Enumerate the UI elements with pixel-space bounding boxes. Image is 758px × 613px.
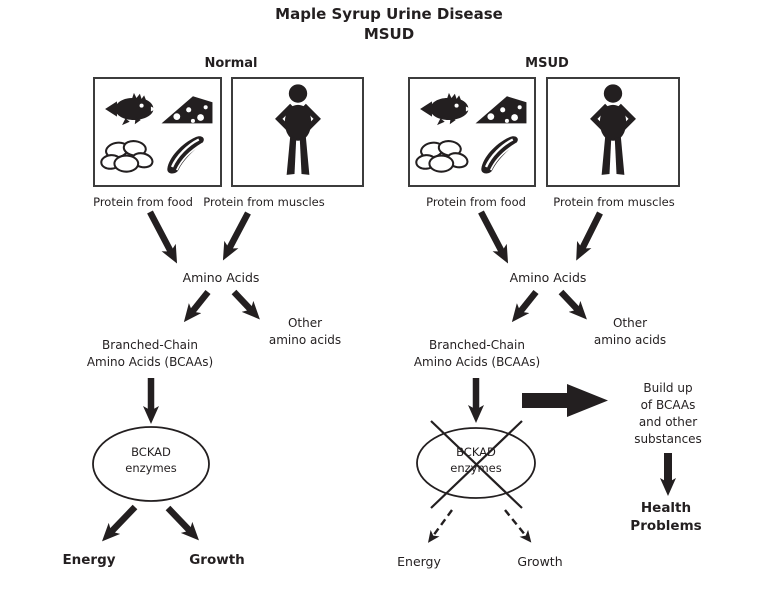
- person-icon: [590, 84, 636, 175]
- arrow-enzymes-to-energy: [101, 504, 138, 542]
- arrow-amino-to-bcaa: [511, 289, 539, 323]
- person-icon: [274, 84, 321, 175]
- outcome-growth-blocked: Growth: [517, 554, 563, 569]
- cheese-icon: [161, 95, 213, 123]
- outcome-energy: Energy: [62, 552, 116, 568]
- eggs-icon: [415, 139, 469, 173]
- normal-food-box: [93, 77, 222, 187]
- node-health-problems: Health Problems: [630, 500, 702, 534]
- fish-icon: [105, 92, 157, 125]
- meat-icon: [481, 135, 518, 174]
- dashed-arrow-to-energy: [427, 509, 453, 543]
- node-branched-chain-bcaa: Branched-Chain Amino Acids (BCAAs): [413, 338, 541, 370]
- fish-icon: [420, 92, 471, 125]
- arrow-food-to-amino: [478, 210, 509, 264]
- node-amino-acids: Amino Acids: [182, 270, 260, 285]
- msud-food-box: [408, 77, 536, 187]
- normal-enzyme-ellipse: [92, 426, 210, 502]
- msud-muscles-box: [546, 77, 680, 187]
- node-amino-acids: Amino Acids: [509, 270, 587, 285]
- caption-protein-food: Protein from food: [426, 195, 526, 209]
- blocked-cross-icon: [430, 420, 523, 509]
- caption-protein-muscles: Protein from muscles: [203, 195, 325, 209]
- column-header-normal: Normal: [204, 56, 258, 71]
- arrow-amino-to-other: [558, 289, 587, 320]
- node-branched-chain-bcaa: Branched-Chain Amino Acids (BCAAs): [86, 338, 214, 370]
- outcome-growth: Growth: [189, 552, 245, 568]
- node-other-amino-acids: Other amino acids: [593, 316, 667, 348]
- normal-flow-arrows: [101, 210, 260, 542]
- node-bckad-enzymes: BCKAD enzymes: [125, 445, 177, 476]
- node-other-amino-acids: Other amino acids: [268, 316, 342, 348]
- cross-line: [430, 420, 523, 509]
- arrow-food-to-amino: [147, 210, 178, 264]
- node-bckad-enzymes-blocked: BCKAD enzymes: [450, 445, 502, 476]
- arrow-muscles-to-amino: [576, 211, 603, 261]
- outcome-energy-blocked: Energy: [397, 554, 441, 569]
- arrow-bcaa-to-buildup: [522, 384, 608, 417]
- food-icons: [95, 79, 220, 185]
- node-build-up: Build up of BCAAs and other substances: [634, 381, 702, 447]
- normal-muscles-box: [231, 77, 364, 187]
- msud-flow-arrows: [468, 210, 603, 423]
- page-title: Maple Syrup Urine Disease MSUD: [275, 5, 503, 43]
- eggs-icon: [100, 139, 154, 173]
- caption-protein-muscles: Protein from muscles: [553, 195, 675, 209]
- cheese-icon: [475, 95, 527, 123]
- dashed-arrow-to-growth: [504, 509, 532, 543]
- msud-blocked-arrows: [427, 509, 532, 543]
- meat-icon: [167, 135, 204, 174]
- food-icons: [410, 79, 534, 185]
- arrow-enzymes-to-growth: [165, 505, 199, 541]
- arrow-amino-to-other: [231, 289, 260, 320]
- arrow-amino-to-bcaa: [183, 289, 211, 323]
- arrow-muscles-to-amino: [222, 211, 251, 261]
- column-header-msud: MSUD: [525, 56, 569, 71]
- caption-protein-food: Protein from food: [93, 195, 193, 209]
